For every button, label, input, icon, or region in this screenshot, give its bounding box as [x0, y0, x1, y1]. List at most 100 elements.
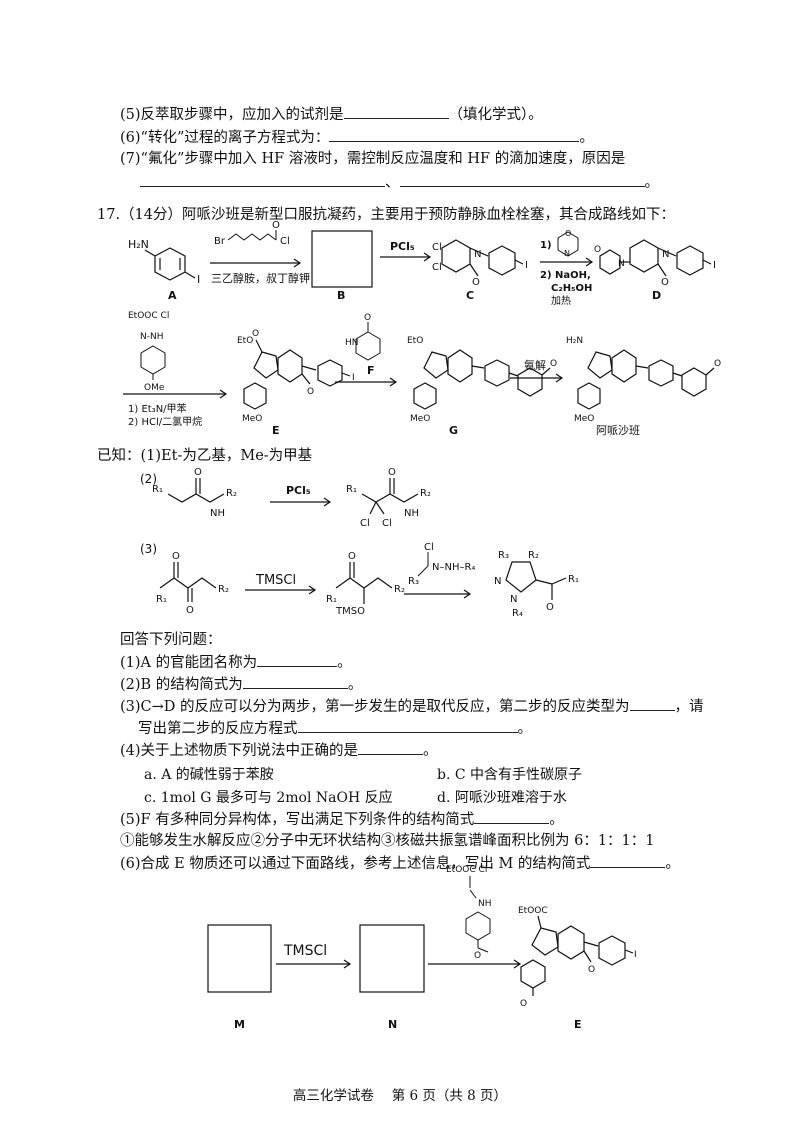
o-label: O [661, 277, 669, 288]
n-label: N [510, 594, 517, 605]
question-4-tail: 。 [423, 743, 438, 759]
ammonolysis-label: 氨解 [524, 358, 546, 372]
h2n-label: H₂N [566, 336, 583, 346]
o-label: O [550, 359, 557, 369]
structure-f [355, 322, 381, 361]
o-label: O [520, 999, 527, 1009]
o-label: O [546, 602, 554, 613]
answer-blank[interactable] [343, 104, 449, 119]
answer-blank[interactable] [629, 696, 675, 711]
answer-box-n[interactable] [359, 924, 425, 993]
reagent-hydrazone: N-NH [140, 332, 163, 342]
step-1-label: 1) [540, 240, 552, 251]
question-3b-text: 写出第二步的反应方程式 [138, 721, 298, 737]
iodine-label: I [634, 950, 637, 960]
r1-label: R₁ [152, 484, 163, 495]
nh2-label: H₂N [128, 238, 149, 251]
structure-g [413, 349, 551, 410]
o-label: O [388, 467, 396, 478]
amide-reactant [167, 478, 225, 503]
eto-label: EtOOC [518, 906, 548, 916]
option-d[interactable]: d. 阿哌沙班难溶于水 [437, 790, 567, 806]
q16-part7: (7)“氟化”步骤中加入 HF 溶液时，需控制反应温度和 HF 的滴加速度，原因… [120, 149, 625, 169]
question-5: (5)F 有多种同分异构体，写出满足下列条件的结构简式 。 [120, 809, 564, 830]
question-3-tail: ，请 [674, 699, 704, 715]
option-a[interactable]: a. A 的碱性弱于苯胺 [144, 767, 274, 783]
q16-part7-text: (7)“氟化”步骤中加入 HF 溶液时，需控制反应温度和 HF 的滴加速度，原因… [120, 151, 626, 167]
o-label: O [272, 220, 280, 231]
known-3-number: (3) [140, 542, 157, 556]
question-4: (4)关于上述物质下列说法中正确的是。 [120, 740, 438, 761]
structure-apixaban [577, 349, 715, 410]
nh-label: NH [210, 508, 225, 519]
option-b[interactable]: b. C 中含有手性碳原子 [437, 767, 583, 783]
n-label: N [618, 259, 625, 269]
arrow-n-e [428, 959, 522, 969]
q16-part5-text: (5)反萃取步骤中，应加入的试剂是 [120, 107, 344, 123]
compound-label-b: B [337, 289, 345, 302]
answer-box-m[interactable] [207, 924, 272, 993]
question-1-tail: 。 [337, 655, 352, 671]
arrow-known-3b [404, 589, 472, 599]
answer-blank[interactable] [590, 853, 666, 868]
q16-part6-text: (6)“转化”过程的离子方程式为： [120, 130, 330, 146]
cl-label: Cl [280, 236, 290, 247]
reagent-header: EtOOC Cl [128, 311, 169, 321]
question-5-tail: 。 [549, 812, 564, 828]
question-6-text: (6)合成 E 物质还可以通过下面路线，参考上述信息，写出 M 的结构简式 [120, 856, 591, 872]
r3-label: R₃ [498, 550, 509, 561]
option-c[interactable]: c. 1mol G 最多可与 2mol NaOH 反应 [144, 790, 393, 806]
nh-label: NH [478, 899, 492, 909]
compound-label-m: M [234, 1018, 245, 1031]
nh-label: NH [404, 508, 419, 519]
question-2-text: (2)B 的结构简式为 [120, 677, 243, 693]
r1-label: R₁ [568, 574, 579, 585]
diketone-reactant [159, 562, 217, 602]
cl-label: Cl [432, 262, 442, 273]
structure-a [144, 247, 196, 281]
tmso-label: TMSO [335, 606, 365, 617]
answer-blank[interactable] [358, 740, 424, 755]
arrow-known-3a [245, 585, 317, 595]
structure-c [441, 239, 524, 277]
r2-label: R₂ [226, 488, 237, 499]
eto-label: EtO [407, 336, 423, 346]
product-name: 阿哌沙班 [596, 424, 640, 437]
q16-part7-sep: 、 [385, 175, 400, 191]
question-3-text: (3)C→D 的反应可以分为两步，第一步发生的是取代反应，第二步的反应类型为 [120, 699, 630, 715]
r2-label: R₂ [218, 584, 229, 595]
question-5-text: (5)F 有多种同分异构体，写出满足下列条件的结构简式 [120, 812, 475, 828]
answer-blank[interactable] [242, 674, 348, 689]
step-2-solvent: C₂H₅OH [551, 283, 592, 294]
n-label: N [494, 576, 501, 587]
compound-label-n: N [388, 1018, 397, 1031]
hydrazonoyl-reagent [465, 876, 491, 953]
compound-label-e: E [272, 424, 280, 437]
morpholine-reagent [557, 231, 579, 257]
question-2: (2)B 的结构简式为。 [120, 674, 362, 695]
answer-intro: 回答下列问题： [120, 632, 222, 648]
o-label: O [307, 387, 314, 397]
anisyl-ring [140, 345, 166, 380]
tmscl-label: TMSCl [283, 943, 327, 959]
o-label: O [194, 467, 202, 478]
compound-label-e: E [574, 1018, 582, 1031]
answer-blank[interactable] [257, 652, 338, 667]
pcl5-label: PCl₅ [390, 240, 415, 253]
answer-blank[interactable] [329, 127, 580, 142]
iodine-label: I [525, 260, 528, 271]
question-5-conditions: ①能够发生水解反应②分子中无环状结构③核磁共振氢谱峰面积比例为 6：1：1：1 [120, 833, 655, 849]
answer-blank[interactable] [399, 172, 645, 187]
known-2-number: (2) [140, 472, 157, 486]
compound-label-g: G [449, 424, 458, 437]
o-label: O [588, 965, 595, 975]
answer-box-b[interactable] [311, 230, 373, 288]
answer-blank[interactable] [140, 172, 385, 187]
answer-blank[interactable] [474, 809, 550, 824]
r2-label: R₂ [528, 550, 539, 561]
answer-blank[interactable] [297, 718, 518, 733]
step-2-condition: 加热 [551, 294, 571, 307]
pcl5-label: PCl₅ [286, 484, 311, 497]
arrow-e-g [335, 377, 398, 387]
